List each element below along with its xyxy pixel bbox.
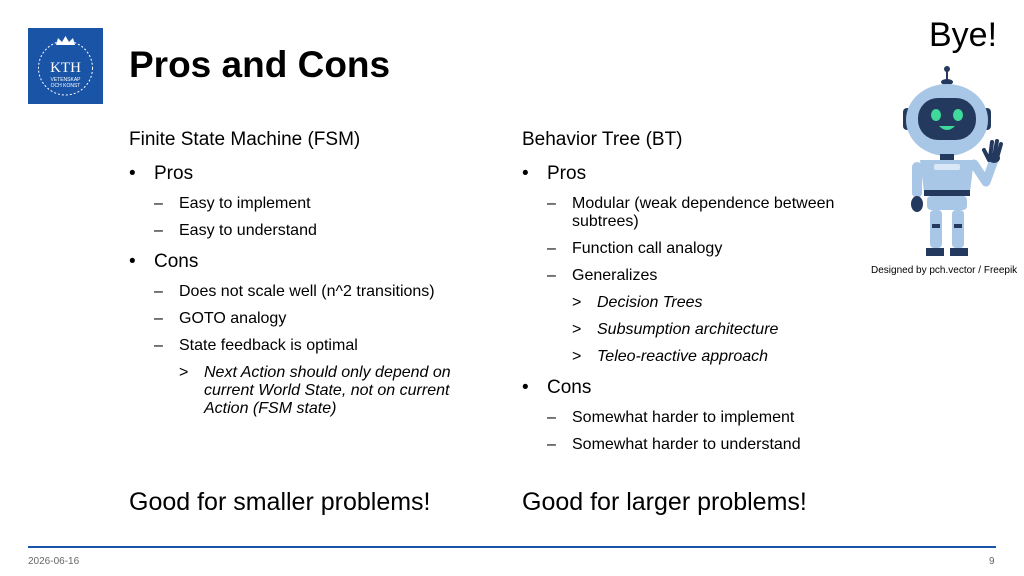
pro-subitem: Subsumption architecture: [597, 321, 779, 338]
pro-subitem: Decision Trees: [597, 294, 703, 311]
arrow-icon: >: [572, 348, 582, 365]
list-item: –Function call analogy: [522, 240, 862, 258]
con-item: Does not scale well (n^2 transitions): [179, 283, 435, 300]
list-item: > Decision Trees: [522, 294, 862, 312]
bye-text: Bye!: [929, 16, 998, 54]
footer-divider: [28, 546, 996, 548]
list-item: > Next Action should only depend on curre…: [129, 364, 469, 418]
slide-title: Pros and Cons: [129, 44, 391, 85]
dash-icon: –: [547, 267, 556, 284]
con-item: Somewhat harder to understand: [572, 436, 801, 453]
list-item: –Somewhat harder to implement: [522, 409, 862, 427]
list-item: –Does not scale well (n^2 transitions): [129, 283, 489, 301]
dash-icon: –: [547, 240, 556, 257]
list-item: > Teleo-reactive approach: [522, 348, 862, 366]
fsm-column: Finite State Machine (FSM) •Pros –Easy t…: [129, 128, 489, 418]
arrow-icon: >: [572, 294, 582, 311]
con-item: GOTO analogy: [179, 310, 287, 327]
con-item: State feedback is optimal: [179, 337, 358, 354]
con-subitem: Next Action should only depend on curren…: [204, 364, 451, 417]
list-item: –Generalizes: [522, 267, 862, 285]
list-item: • Pros: [522, 162, 862, 186]
list-item: –GOTO analogy: [129, 310, 489, 328]
dash-icon: –: [547, 195, 556, 212]
list-item: • Cons: [129, 250, 489, 274]
bullet-icon: •: [129, 251, 136, 272]
list-item: –State feedback is optimal: [129, 337, 489, 355]
pros-label: Pros: [547, 163, 587, 184]
dash-icon: –: [547, 409, 556, 426]
bt-column: Behavior Tree (BT) •Pros –Modular (weak …: [522, 128, 862, 454]
arrow-icon: >: [179, 364, 189, 381]
list-item: –Easy to implement: [129, 195, 489, 213]
pro-item: Generalizes: [572, 267, 658, 284]
dash-icon: –: [154, 310, 163, 327]
logo-subtext-2: OCH KONST: [51, 83, 81, 89]
pro-item: Easy to implement: [179, 195, 311, 212]
list-item: –Somewhat harder to understand: [522, 436, 862, 454]
pro-subitem: Teleo-reactive approach: [597, 348, 769, 365]
bt-closing: Good for larger problems!: [522, 488, 807, 516]
pro-item: Easy to understand: [179, 222, 317, 239]
list-item: • Pros: [129, 162, 489, 186]
image-credit: Designed by pch.vector / Freepik: [871, 265, 1018, 276]
fsm-heading: Finite State Machine (FSM): [129, 129, 361, 150]
pros-label: Pros: [154, 163, 194, 184]
list-item: –Easy to understand: [129, 222, 489, 240]
arrow-icon: >: [572, 321, 582, 338]
page-number: 9: [989, 556, 995, 567]
dash-icon: –: [547, 436, 556, 453]
bullet-icon: •: [129, 163, 136, 184]
dash-icon: –: [154, 195, 163, 212]
robot-illustration: [890, 64, 1005, 260]
pro-item: Function call analogy: [572, 240, 723, 257]
cons-label: Cons: [547, 377, 592, 398]
bt-heading: Behavior Tree (BT): [522, 129, 683, 150]
list-item: –Modular (weak dependence between subtre…: [522, 195, 862, 231]
dash-icon: –: [154, 337, 163, 354]
list-item: > Subsumption architecture: [522, 321, 862, 339]
dash-icon: –: [154, 222, 163, 239]
cons-label: Cons: [154, 251, 199, 272]
bullet-icon: •: [522, 377, 529, 398]
dash-icon: –: [154, 283, 163, 300]
footer-date: 2026-06-16: [28, 556, 80, 567]
logo-text: KTH: [50, 60, 81, 76]
logo-subtext: VETENSKAP: [50, 77, 81, 83]
fsm-closing: Good for smaller problems!: [129, 488, 431, 516]
bullet-icon: •: [522, 163, 529, 184]
con-item: Somewhat harder to implement: [572, 409, 795, 426]
pro-item: Modular (weak dependence between subtree…: [572, 195, 835, 230]
list-item: • Cons: [522, 376, 862, 400]
kth-logo: KTH VETENSKAP OCH KONST: [28, 28, 103, 104]
